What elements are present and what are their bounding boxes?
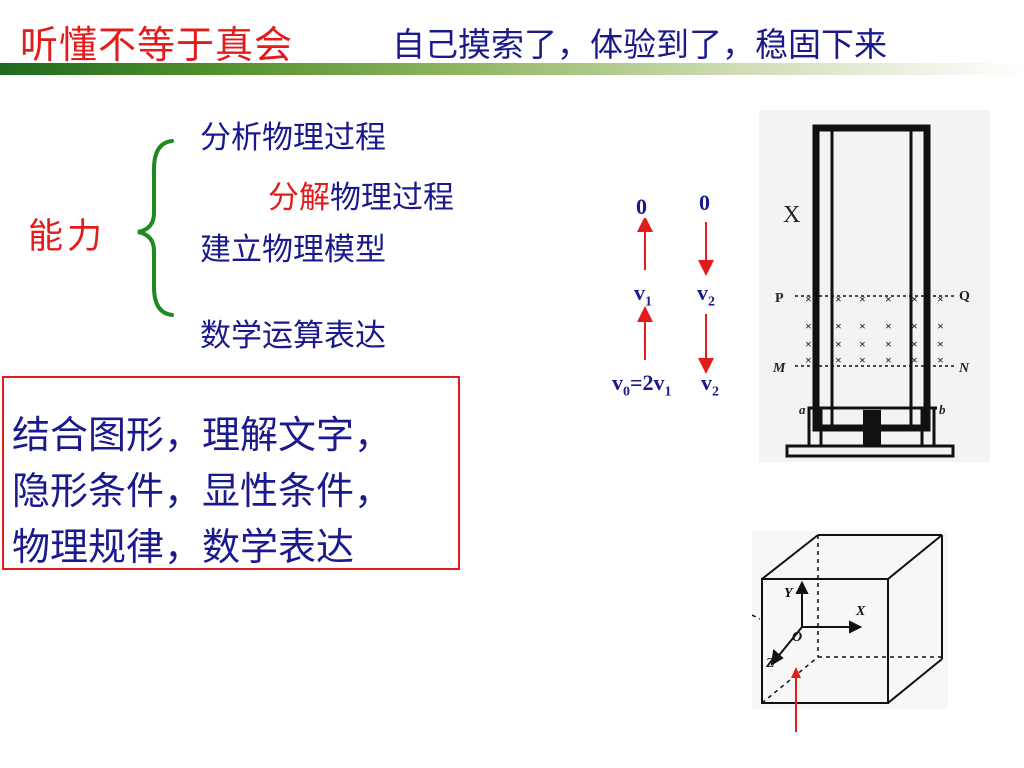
skill-item-model: 建立物理模型 <box>200 232 386 268</box>
field-cross: × <box>911 337 918 351</box>
field-cross: × <box>911 292 918 306</box>
skill-item-math: 数学运算表达 <box>200 318 386 354</box>
curly-brace <box>137 139 174 317</box>
cube-figure: Y X Z O <box>751 531 948 709</box>
apparatus-figure: × × × × × × × × × × × × × × × × × × × × × × × × X P Q M N a b <box>759 110 990 462</box>
field-cross: × <box>885 292 892 306</box>
field-cross: × <box>835 292 842 306</box>
field-cross: × <box>937 292 944 306</box>
velocity-bottom-right: v2 <box>701 370 719 400</box>
apparatus-drawing: × × × × × × × × × × × × × × × × × × × × × × × × X P Q M N a b <box>772 124 970 458</box>
field-cross: × <box>937 353 944 367</box>
field-grid: × × × × × × × × × × × × × × × × × × × × × × × × <box>805 292 944 367</box>
skill-item-decompose: 分解物理过程 <box>268 172 454 217</box>
summary-line-1: 结合图形，理解文字， <box>12 413 393 457</box>
field-cross: × <box>859 319 866 333</box>
field-cross: × <box>805 292 812 306</box>
axis-z-label: Z <box>765 656 775 671</box>
field-cross: × <box>805 319 812 333</box>
label-n: N <box>958 361 970 376</box>
field-cross: × <box>885 337 892 351</box>
label-m: M <box>772 361 786 376</box>
velocity-top-left: 0 <box>636 194 647 219</box>
field-cross: × <box>859 337 866 351</box>
skill-item-decompose-text: 物理过程 <box>330 180 454 216</box>
cube-drawing: Y X Z O <box>751 534 943 704</box>
label-x: X <box>783 202 800 228</box>
velocity-arrows <box>637 218 714 374</box>
label-p: P <box>775 291 784 306</box>
field-cross: × <box>859 353 866 367</box>
field-cross: × <box>911 319 918 333</box>
page-title: 听懂不等于真会 <box>20 23 294 67</box>
field-cross: × <box>805 353 812 367</box>
skill-highlight: 分解 <box>268 180 330 216</box>
label-b: b <box>939 402 946 417</box>
skill-item-analyze: 分析物理过程 <box>200 120 386 156</box>
header-divider <box>0 63 1024 75</box>
field-cross: × <box>835 319 842 333</box>
summary-line-3: 物理规律，数学表达 <box>12 525 355 569</box>
velocity-mid-left: v1 <box>634 280 652 310</box>
axis-y-label: Y <box>784 586 794 601</box>
summary-line-2: 隐形条件，显性条件， <box>12 469 393 513</box>
velocity-mid-right: v2 <box>697 280 715 310</box>
field-cross: × <box>885 353 892 367</box>
page-subtitle: 自己摸索了，体验到了，稳固下来 <box>392 25 887 64</box>
field-cross: × <box>835 337 842 351</box>
label-q: Q <box>959 289 970 304</box>
cube-pointer-arrow <box>791 667 801 732</box>
label-a: a <box>799 402 806 417</box>
field-cross: × <box>937 319 944 333</box>
summary-box <box>2 376 460 570</box>
ability-label: 能力 <box>28 217 107 257</box>
field-cross: × <box>937 337 944 351</box>
origin-label: O <box>792 630 802 645</box>
field-cross: × <box>805 337 812 351</box>
field-cross: × <box>911 353 918 367</box>
field-cross: × <box>859 292 866 306</box>
velocity-bottom-left: v0=2v1 <box>612 370 672 400</box>
field-cross: × <box>835 353 842 367</box>
field-cross: × <box>885 319 892 333</box>
velocity-top-right: 0 <box>699 190 710 215</box>
axis-x-label: X <box>855 604 866 619</box>
